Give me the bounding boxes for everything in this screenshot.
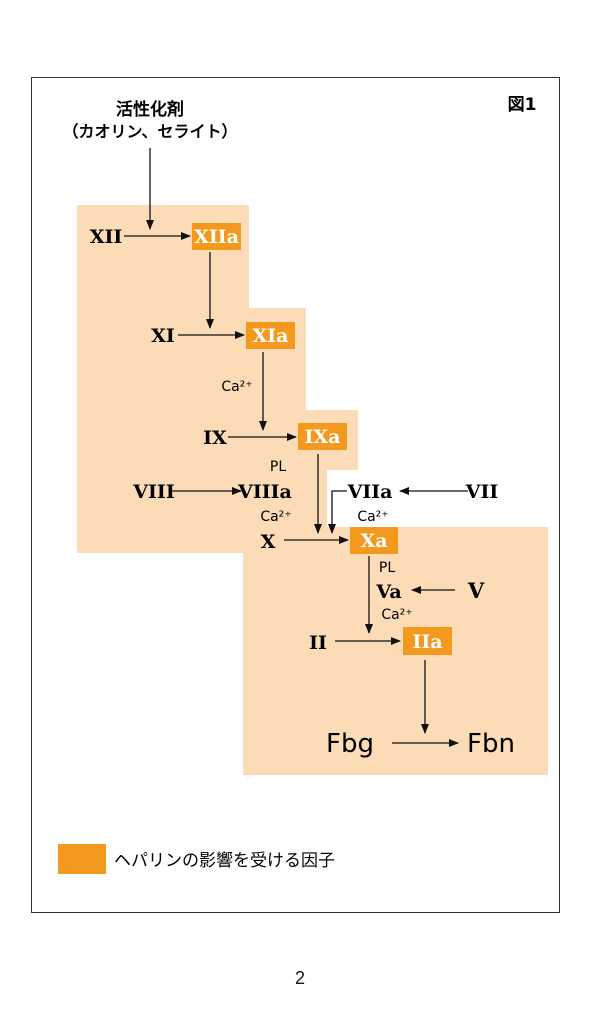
factor-va: Va [375, 581, 401, 603]
factor-xa: Xa [360, 530, 387, 552]
activator-examples: （カオリン、セライト） [62, 122, 237, 141]
factor-xiia: XIIa [194, 226, 239, 248]
factor-ii: II [309, 632, 327, 654]
cofactor-pl-1: PL [270, 459, 286, 475]
legend: ヘパリンの影響を受ける因子 [58, 844, 335, 874]
factor-iia: IIa [412, 631, 442, 653]
cofactor-ca-4: Ca²⁺ [381, 607, 412, 623]
factor-viiia: VIIIa [237, 481, 292, 503]
factor-xiia-box [192, 223, 241, 250]
factor-xa-box [350, 527, 398, 554]
legend-label: ヘパリンの影響を受ける因子 [114, 851, 335, 871]
fibrinogen: Fbg [326, 729, 374, 759]
factor-xii: XII [90, 226, 123, 248]
cofactor-ca-3: Ca²⁺ [357, 509, 388, 525]
arrow-viia-to-xa [328, 490, 347, 534]
arrows [124, 148, 468, 747]
factor-ixa: IXa [305, 426, 341, 448]
factor-ixa-box [298, 423, 347, 450]
common-pathway-region [243, 527, 548, 775]
cofactor-labels: Ca²⁺ PL Ca²⁺ Ca²⁺ PL Ca²⁺ [221, 379, 412, 623]
factor-viii: VIII [132, 481, 175, 503]
legend-swatch [58, 844, 106, 874]
other-factors: XII XI IX VIII VIIIa VIIa VII X Va V II … [90, 226, 515, 759]
page-number: 2 [294, 968, 305, 988]
factor-iia-box [403, 627, 452, 655]
activator-label: 活性化剤 [116, 99, 184, 120]
cofactor-ca-1: Ca²⁺ [221, 379, 252, 395]
cofactor-pl-2: PL [379, 560, 395, 576]
factor-v: V [467, 578, 485, 603]
figure-label: 図1 [508, 95, 537, 115]
factor-viia: VIIa [347, 481, 393, 503]
factor-x: X [261, 531, 276, 553]
factor-xia-box [246, 322, 295, 349]
figure-frame [31, 77, 560, 913]
heparin-affected-factors: XIIa XIa IXa Xa IIa [192, 223, 452, 655]
intrinsic-pathway-region [77, 205, 358, 553]
factor-xia: XIa [253, 325, 289, 347]
factor-ix: IX [203, 427, 227, 449]
fibrin: Fbn [467, 729, 515, 759]
cofactor-ca-2: Ca²⁺ [260, 509, 291, 525]
factor-vii: VII [465, 481, 499, 503]
factor-xi: XI [151, 325, 175, 347]
